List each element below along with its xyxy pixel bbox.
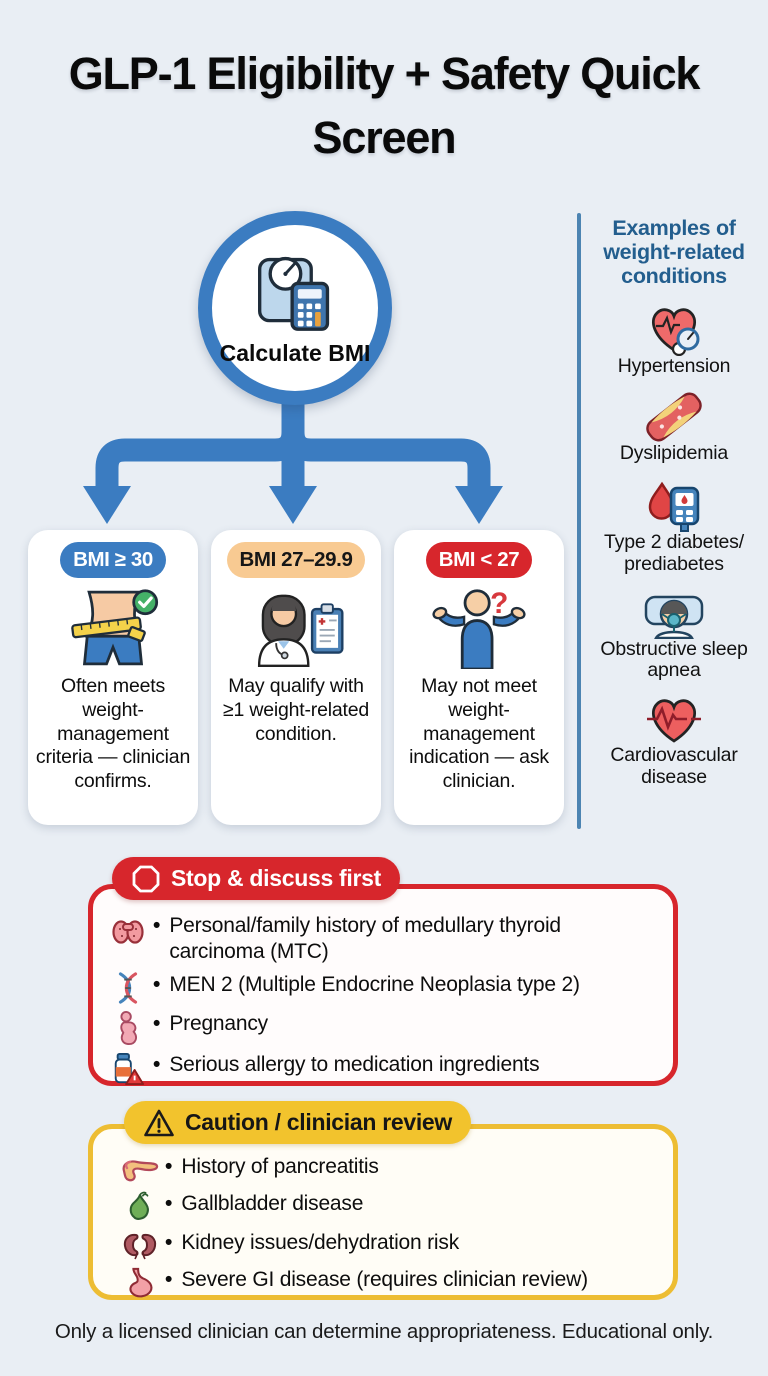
stomach-icon [121, 1267, 159, 1299]
bmi-under-27-pill: BMI < 27 [425, 542, 533, 578]
bullet [165, 1230, 172, 1256]
sleep-apnea-icon [586, 589, 762, 639]
bmi-27-29-description: May qualify with ≥1 weight-related condi… [222, 675, 370, 745]
caution-review-box: History of pancreatitis Gallbladder dise… [88, 1124, 678, 1300]
calculate-bmi-label: Calculate BMI [219, 339, 371, 366]
kidney-icon [121, 1230, 159, 1260]
warning-triangle-icon [143, 1108, 175, 1138]
stop-item: Personal/family history of medullary thy… [109, 913, 655, 965]
bullet [165, 1267, 172, 1293]
caution-item: Severe GI disease (requires clinician re… [121, 1267, 655, 1299]
cardiovascular-icon [586, 695, 762, 745]
bmi-scale-calculator-icon [247, 250, 343, 339]
type2-diabetes-icon [586, 478, 762, 532]
branch-arrows [83, 398, 503, 524]
caution-item: Kidney issues/dehydration risk [121, 1230, 655, 1260]
person-shrug-question-icon: ? [394, 581, 564, 675]
caution-item-text: Gallbladder disease [181, 1192, 364, 1215]
bmi-under-27-description: May not meet weight-management indicatio… [409, 675, 549, 793]
weight-related-conditions-sidebar: Examples of weight-related conditions Hy… [586, 216, 762, 802]
condition-type2-diabetes: Type 2 diabetes/​prediabetes [586, 478, 762, 576]
condition-cardiovascular: Cardiovascular disease [586, 695, 762, 789]
condition-label: Dyslipidemia [619, 442, 729, 465]
allergy-icon [109, 1052, 147, 1086]
svg-text:?: ? [490, 587, 508, 620]
bullet [153, 913, 160, 939]
caution-item: Gallbladder disease [121, 1191, 655, 1223]
bmi-30-description: Often meets weight-management criteria —… [35, 675, 191, 793]
bullet [165, 1191, 172, 1217]
stop-item-text: Serious allergy to medication ingredient… [169, 1053, 540, 1077]
stop-item-text: Personal/family history of medullary thy… [169, 914, 561, 964]
calculate-bmi-node: Calculate BMI [198, 211, 392, 405]
doctor-clipboard-icon [211, 581, 381, 675]
condition-label: Hypertension [617, 355, 731, 378]
thyroid-icon [109, 913, 147, 945]
sidebar-heading: Examples of weight-related conditions [603, 216, 745, 289]
caution-item-text: History of pancreatitis [181, 1155, 379, 1178]
branch-card-bmi-27-29: BMI 27–29.9 May qualify with ≥1 weight-r… [211, 530, 381, 825]
condition-label: Cardiovascular disease [610, 744, 738, 789]
branch-card-bmi-under-27: BMI < 27 ? May not meet weight-managemen… [394, 530, 564, 825]
pregnancy-icon [109, 1011, 147, 1046]
caution-item: History of pancreatitis [121, 1154, 655, 1184]
bullet [153, 1052, 160, 1078]
condition-hypertension: Hypertension [586, 302, 762, 378]
bmi-30-pill: BMI ≥ 30 [60, 542, 166, 578]
page-title: GLP-1 Eligibility + Safety Quick Screen [68, 48, 701, 163]
caution-item-text: Severe GI disease (requires clinician re… [181, 1268, 588, 1291]
gallbladder-icon [121, 1191, 159, 1223]
pancreas-icon [121, 1154, 159, 1184]
bullet [153, 972, 160, 998]
stop-box-header-label: Stop & discuss first [171, 865, 381, 891]
stop-box-header: Stop & discuss first [112, 857, 400, 900]
branch-card-bmi-30: BMI ≥ 30 Often meets weight-management c… [28, 530, 198, 825]
stop-item-text: Pregnancy [169, 1012, 268, 1036]
caution-box-header: Caution / clinician review [124, 1101, 471, 1144]
sidebar-divider [577, 213, 581, 829]
condition-dyslipidemia: Dyslipidemia [586, 391, 762, 465]
stop-discuss-box: Personal/family history of medullary thy… [88, 884, 678, 1086]
hypertension-icon [586, 302, 762, 357]
caution-item-text: Kidney issues/dehydration risk [181, 1231, 460, 1254]
stop-item: MEN 2 (Multiple Endocrine Neoplasia type… [109, 972, 655, 1004]
dna-icon [109, 972, 147, 1004]
bullet [165, 1154, 172, 1180]
bmi-27-29-pill: BMI 27–29.9 [226, 542, 366, 578]
disclaimer-text: Only a licensed clinician can determine … [54, 1320, 714, 1343]
stop-octagon-icon [131, 864, 161, 894]
dyslipidemia-icon [586, 391, 762, 443]
stop-item-text: MEN 2 (Multiple Endocrine Neoplasia type… [169, 973, 580, 997]
waist-tape-check-icon [28, 581, 198, 675]
stop-item: Pregnancy [109, 1011, 655, 1046]
condition-sleep-apnea: Obstructive sleep apnea [586, 589, 762, 683]
caution-box-header-label: Caution / clinician review [185, 1109, 452, 1135]
bullet [153, 1011, 160, 1037]
stop-item: Serious allergy to medication ingredient… [109, 1052, 655, 1086]
condition-label: Type 2 diabetes/​prediabetes [604, 530, 744, 575]
condition-label: Obstructive sleep apnea [600, 637, 748, 682]
